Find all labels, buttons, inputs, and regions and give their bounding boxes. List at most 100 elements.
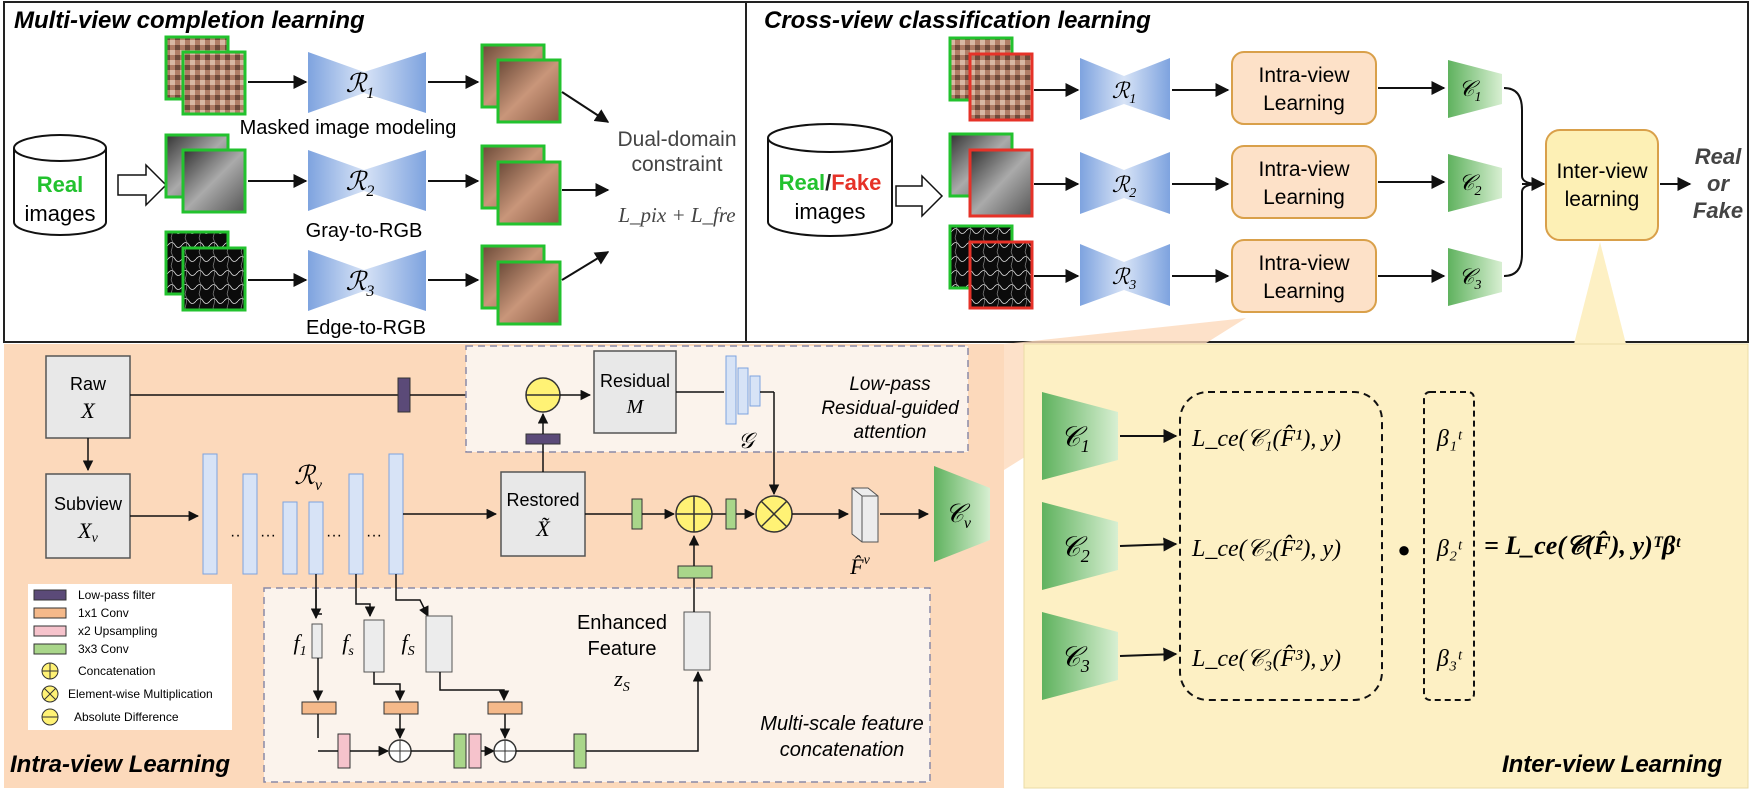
- classification-title: Cross-view classification learning: [764, 7, 1151, 34]
- svg-text:learning: learning: [1565, 188, 1640, 211]
- completion-panel: Multi-view completion learning Real imag…: [3, 1, 747, 343]
- masked-input-thumbnails: [164, 35, 247, 116]
- classifiers-c1-c3: 𝒞1 𝒞2 𝒞3: [1448, 60, 1502, 306]
- low-pass-filter-raw: [397, 377, 411, 413]
- svg-text:Element-wise Multiplication: Element-wise Multiplication: [68, 687, 213, 701]
- upsample-b: [468, 733, 482, 769]
- inter-view-learning-box: Inter-view learning: [1545, 129, 1659, 241]
- svg-text:···: ···: [326, 527, 342, 544]
- svg-text:ℛ2: ℛ2: [346, 167, 375, 200]
- svg-text:x2 Upsampling: x2 Upsampling: [78, 624, 157, 638]
- svg-text:ℛv: ℛv: [294, 461, 323, 494]
- enhanced-feature-zs: Enhanced Feature zS: [577, 611, 711, 695]
- svg-text:···: ···: [230, 527, 246, 544]
- real-fake-database: Real/Fake images: [767, 123, 893, 237]
- svg-text:Learning: Learning: [1263, 280, 1345, 303]
- conv1x1-a: [301, 701, 337, 715]
- dot-product-bullet: ●: [1397, 537, 1410, 562]
- intra-view-box-2: Intra-view Learning: [1231, 145, 1377, 219]
- output-or: or: [1707, 171, 1730, 196]
- svg-text:Low-pass filter: Low-pass filter: [78, 588, 155, 602]
- svg-text:ℛ2: ℛ2: [1112, 172, 1137, 201]
- inter-classifier-c3: 𝒞3: [1042, 612, 1118, 700]
- f1-feature: f1: [293, 623, 323, 659]
- element-wise-multiplication-op: [755, 495, 793, 533]
- residual-m-box: Residual M: [593, 350, 677, 434]
- svg-text:attention: attention: [854, 422, 927, 443]
- beta-1: β₁ᵗ: [1436, 426, 1463, 452]
- inter-title: Inter-view Learning: [1502, 751, 1722, 778]
- combined-loss-formula: = L_ce(𝒞(F̂), y)ᵀβᵗ: [1484, 531, 1681, 560]
- svg-text:Inter-view: Inter-view: [1556, 160, 1648, 183]
- concat-op-a: [388, 739, 412, 763]
- conv1x1-b: [383, 701, 419, 715]
- conv3x3-a: [453, 733, 467, 769]
- conv3x3-concat: [725, 498, 737, 530]
- completion-title: Multi-view completion learning: [14, 7, 365, 34]
- svg-text:Feature: Feature: [588, 638, 657, 660]
- svg-text:fs: fs: [342, 630, 354, 659]
- output-fake: Fake: [1693, 198, 1743, 223]
- fS-feature: fS: [401, 615, 453, 673]
- svg-text:Multi-scale feature: Multi-scale feature: [760, 713, 923, 735]
- real-images-database: Real images: [13, 134, 107, 236]
- svg-text:Learning: Learning: [1263, 186, 1345, 209]
- svg-text:Absolute Difference: Absolute Difference: [74, 710, 179, 724]
- svg-text:ℛ3: ℛ3: [346, 267, 375, 300]
- svg-text:Raw: Raw: [70, 374, 107, 394]
- svg-text:Xv: Xv: [77, 518, 98, 546]
- svg-text:Concatenation: Concatenation: [78, 664, 155, 678]
- loss-row-3: L_ce(𝒞₃(F̂³), y): [1191, 645, 1341, 672]
- svg-text:1x1 Conv: 1x1 Conv: [78, 606, 129, 620]
- constraint-line2: constraint: [631, 153, 722, 176]
- svg-text:f1: f1: [293, 630, 306, 659]
- concat-op-b: [493, 739, 517, 763]
- classification-panel: Cross-view classification learning Real/…: [745, 1, 1749, 343]
- subview-xv-box: Subview Xv: [45, 473, 131, 559]
- classification-reconstructors: ℛ1 ℛ2 ℛ3: [1080, 58, 1170, 306]
- svg-text:concatenation: concatenation: [780, 739, 905, 761]
- inter-classifier-c1: 𝒞1: [1042, 392, 1118, 480]
- real-label: Real: [37, 172, 83, 197]
- svg-text:X̃: X̃: [535, 516, 551, 541]
- intra-view-panel: Raw X Subview Xv Low-pass Residual-guide…: [4, 318, 1246, 788]
- images-label: images: [25, 201, 96, 226]
- intra-title: Intra-view Learning: [10, 751, 230, 778]
- fs-feature: fs: [342, 619, 385, 673]
- caption-gray: Gray-to-RGB: [306, 220, 423, 242]
- svg-text:Learning: Learning: [1263, 92, 1345, 115]
- svg-text:Restored: Restored: [506, 490, 579, 510]
- g-network: 𝒢: [725, 355, 761, 453]
- inter-view-panel: 𝒞1 𝒞2 𝒞3 L_ce(𝒞₁(F̂¹), y) L_ce(𝒞₂(F̂²), …: [1023, 242, 1749, 789]
- edge-input-thumbnails: [164, 230, 247, 312]
- svg-text:Intra-view: Intra-view: [1258, 158, 1350, 181]
- loss-row-1: L_ce(𝒞₁(F̂¹), y): [1191, 425, 1341, 452]
- intra-view-box-1: Intra-view Learning: [1231, 51, 1377, 125]
- svg-text:Intra-view: Intra-view: [1258, 64, 1350, 87]
- svg-text:F̂v: F̂v: [849, 553, 870, 579]
- intra-view-box-3: Intra-view Learning: [1231, 239, 1377, 313]
- svg-text:Low-pass: Low-pass: [849, 374, 931, 395]
- svg-text:Residual-guided: Residual-guided: [821, 398, 960, 419]
- svg-text:Intra-view: Intra-view: [1258, 252, 1350, 275]
- reconstructor-r1: ℛ1: [308, 52, 426, 113]
- svg-text:3x3 Conv: 3x3 Conv: [78, 642, 129, 656]
- conv3x3-restored: [631, 498, 643, 530]
- loss-vector-bracket: [1179, 391, 1383, 701]
- fv-feature-block: F̂v: [849, 487, 879, 579]
- svg-text:M: M: [626, 396, 645, 418]
- classification-input-thumbnails: [948, 36, 1034, 310]
- caption-masked: Masked image modeling: [240, 117, 457, 139]
- svg-text:zS: zS: [613, 666, 630, 695]
- reconstructor-r3: ℛ3: [308, 250, 426, 311]
- loss-formula: L_pix + L_fre: [617, 203, 735, 227]
- conv3x3-b: [573, 733, 587, 769]
- gray-input-thumbnails: [164, 133, 247, 214]
- beta-vector-bracket: [1423, 391, 1475, 701]
- caption-edge: Edge-to-RGB: [306, 317, 426, 339]
- conv3x3-enh: [677, 565, 713, 579]
- svg-text:ℛ1: ℛ1: [346, 69, 375, 102]
- svg-text:𝒢: 𝒢: [738, 428, 757, 453]
- svg-text:ℛ3: ℛ3: [1112, 264, 1137, 293]
